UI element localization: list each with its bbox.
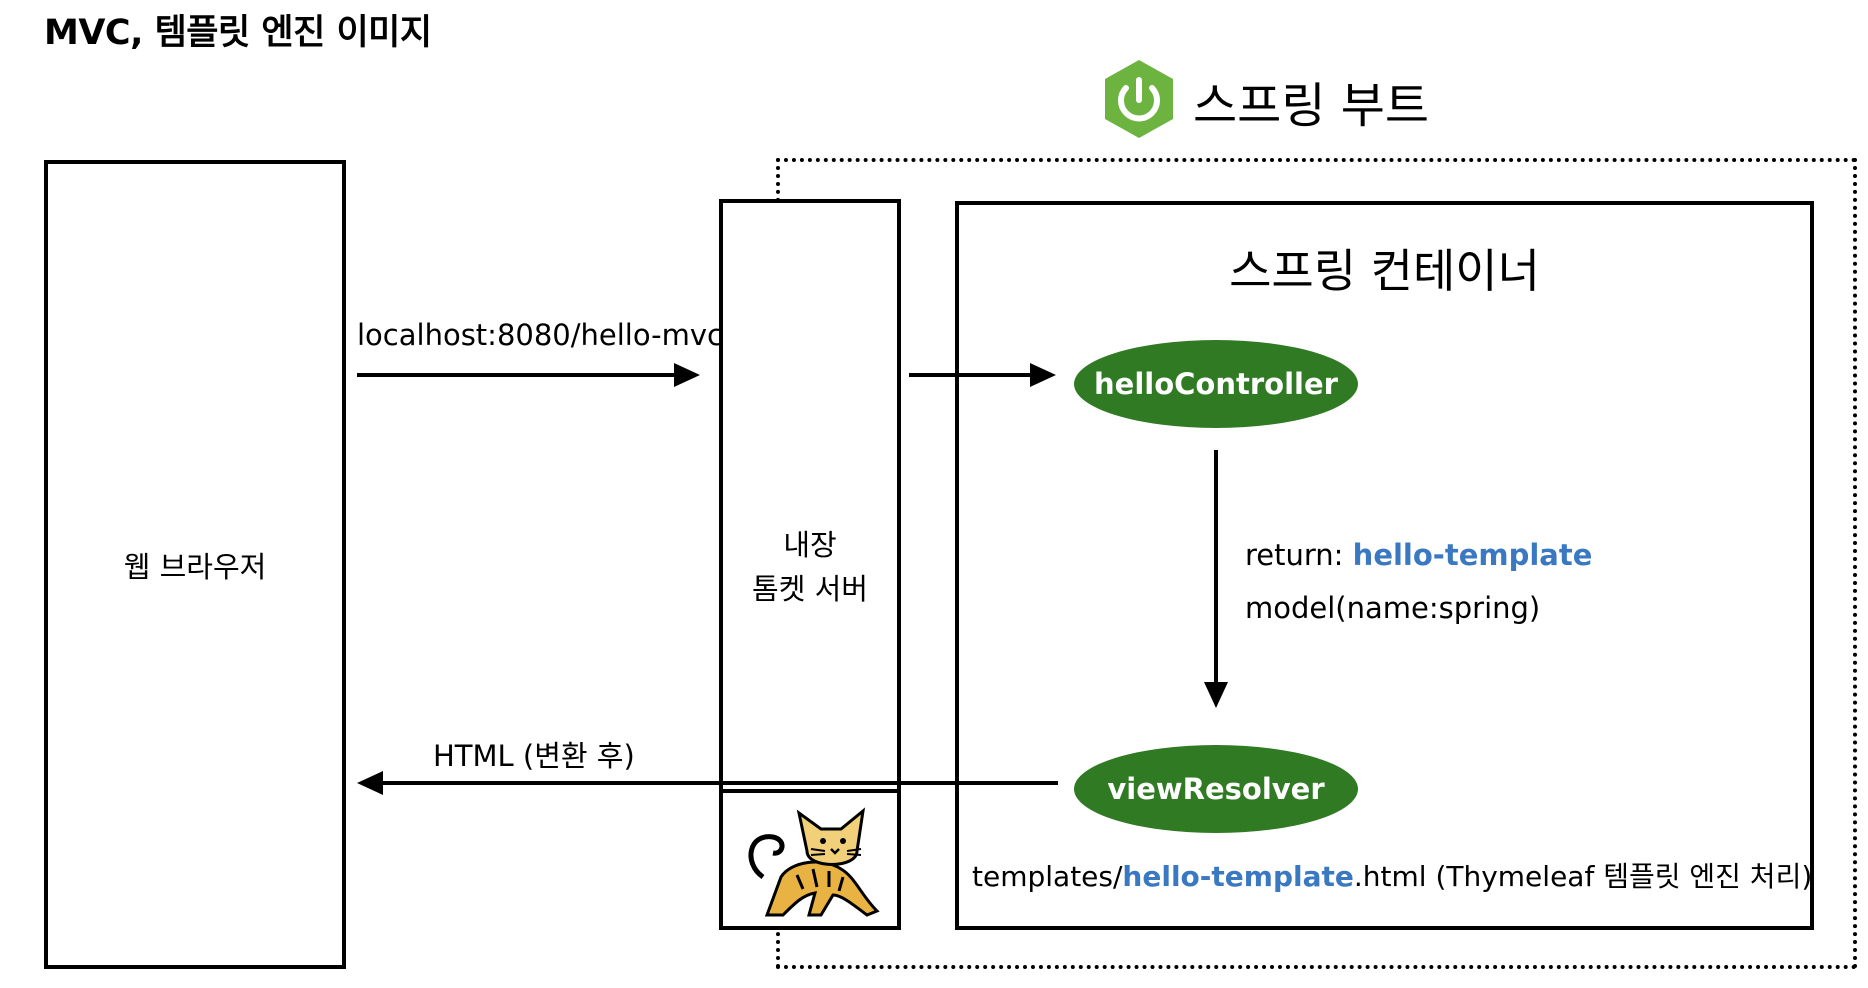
spring-boot-label: 스프링 부트 xyxy=(1193,78,1430,134)
hello-controller-node: helloController xyxy=(1074,340,1358,428)
response-arrow-head xyxy=(357,771,383,795)
tomcat-label-line1: 내장 xyxy=(783,528,837,562)
resolve-arrow-head xyxy=(1204,682,1228,708)
web-browser-box: 웹 브라우저 xyxy=(44,160,346,969)
spring-container-box: 스프링 컨테이너 xyxy=(955,201,1814,930)
page-title: MVC, 템플릿 엔진 이미지 xyxy=(44,13,432,53)
spring-boot-logo xyxy=(1098,58,1180,140)
request-url-label: localhost:8080/hello-mvc xyxy=(357,318,723,352)
tomcat-divider xyxy=(723,789,897,793)
tomcat-cat-icon xyxy=(737,803,885,921)
response-label: HTML (변환 후) xyxy=(433,739,635,773)
view-resolver-node: viewResolver xyxy=(1074,745,1358,833)
return-prefix: return: xyxy=(1245,538,1353,572)
tomcat-label-line2: 톰켓 서버 xyxy=(752,572,868,606)
template-path-prefix: templates/ xyxy=(972,860,1123,893)
tomcat-server-label: 내장 톰켓 서버 xyxy=(723,523,897,611)
web-browser-label: 웹 브라우저 xyxy=(123,549,267,584)
power-icon xyxy=(1105,60,1173,138)
model-info-label: model(name:spring) xyxy=(1245,591,1541,625)
view-resolver-label: viewResolver xyxy=(1107,772,1325,806)
request-arrow-head xyxy=(674,363,700,387)
return-template-name: hello-template xyxy=(1352,538,1593,572)
dispatch-arrow-head xyxy=(1030,363,1056,387)
tomcat-server-box: 내장 톰켓 서버 xyxy=(719,199,901,930)
template-path-suffix: .html (Thymeleaf 템플릿 엔진 처리) xyxy=(1353,860,1813,893)
template-path-name: hello-template xyxy=(1122,860,1354,893)
return-info-label: return: hello-template xyxy=(1245,538,1592,572)
spring-container-label: 스프링 컨테이너 xyxy=(1229,244,1540,298)
template-path-label: templates/hello-template.html (Thymeleaf… xyxy=(972,855,1812,895)
hello-controller-label: helloController xyxy=(1094,367,1338,401)
